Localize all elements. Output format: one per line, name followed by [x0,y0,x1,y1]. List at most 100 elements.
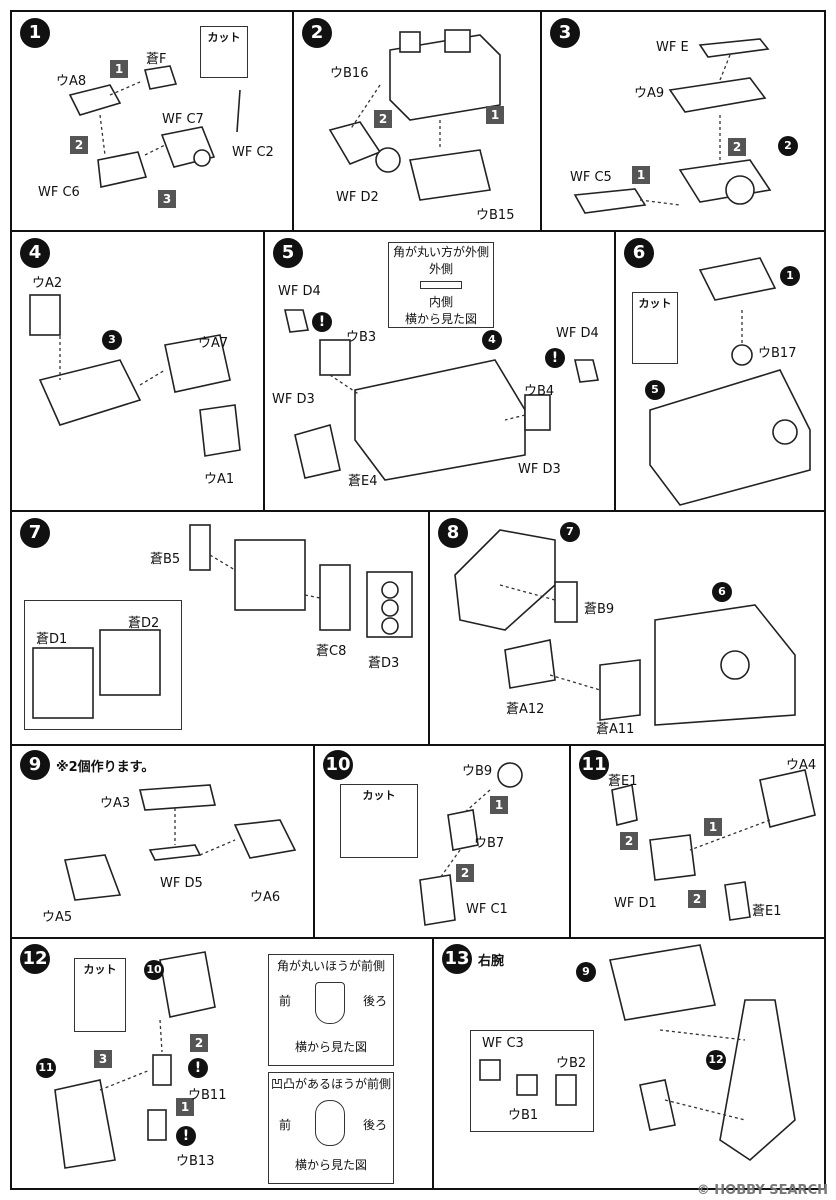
part-label: 蒼B5 [150,552,181,567]
step-11-panel [569,744,826,939]
part-label: WF C6 [38,185,80,200]
step-reference: 3 [102,330,122,350]
part-label: 蒼F [146,52,167,67]
substep-badge: 3 [158,190,176,208]
caution-icon: ! [312,312,332,332]
part-label: ウA7 [198,336,229,351]
part-label: 蒼D1 [36,632,68,647]
step-8-panel [428,510,826,746]
front-label: 前 [279,1118,292,1132]
substep-badge: 1 [486,106,504,124]
part-label: 蒼B9 [584,602,615,617]
substep-badge: 2 [374,110,392,128]
step-number: 4 [20,238,50,268]
step-number: 3 [550,18,580,48]
step-number: 10 [323,750,353,780]
part-label: ウA3 [100,796,131,811]
part-label: ウB17 [758,346,797,361]
part-label: WF D4 [278,284,321,299]
cut-label: カット [207,31,241,44]
part-label: 蒼D2 [128,616,160,631]
cut-label: カット [638,297,672,310]
step-7-panel [10,510,430,746]
part-label: ウB1 [508,1108,539,1123]
substep-badge: 1 [490,796,508,814]
step-number: 7 [20,518,50,548]
part-label: WF C1 [466,902,508,917]
cut-callout: カット [74,958,126,1032]
substep-badge: 2 [456,864,474,882]
substep-badge: 2 [688,890,706,908]
note-caption: 横から見た図 [294,1158,367,1172]
step-number: 1 [20,18,50,48]
step-13-panel [432,937,826,1190]
cut-callout: カット [340,784,418,858]
part-label: ウA5 [42,910,73,925]
step-reference: 6 [712,582,732,602]
part-label: WF C7 [162,112,204,127]
substep-badge: 2 [620,832,638,850]
step-4-panel [10,230,265,512]
part-label: ウA2 [32,276,63,291]
substep-badge: 2 [190,1034,208,1052]
step-reference: 10 [144,960,164,980]
part-label: WF D3 [518,462,561,477]
substep-badge: 1 [110,60,128,78]
cut-label: カット [83,963,117,976]
note-line: 外側 [428,262,453,276]
caution-icon: ! [545,348,565,368]
step-reference: 4 [482,330,502,350]
step-reference: 11 [36,1058,56,1078]
substep-badge: 1 [704,818,722,836]
front-label: 前 [279,994,292,1008]
step-number: 5 [273,238,303,268]
orientation-note: 角が丸い方が外側 外側 内側 横から見た図 [388,242,494,328]
note-title: 角が丸いほうが前側 [276,959,385,973]
watermark: © HOBBY SEARCH [696,1183,828,1198]
caution-icon: ! [176,1126,196,1146]
step-6-panel [614,230,826,512]
make-two-note: ※2個作ります。 [56,760,155,775]
step-5-panel [263,230,616,512]
orientation-note-front-notched: 凹凸があるほうが前側 前 後ろ 横から見た図 [268,1072,394,1184]
part-label: ウA1 [204,472,235,487]
step-number: 9 [20,750,50,780]
part-label: WF D3 [272,392,315,407]
part-label: 蒼E4 [348,474,378,489]
step-9-panel [10,744,315,939]
part-label: ウA9 [634,86,665,101]
part-label: ウB15 [476,208,515,223]
part-label: ウB9 [462,764,493,779]
part-label: ウA8 [56,74,87,89]
step-reference: 1 [780,266,800,286]
note-line: 横から見た図 [404,312,477,326]
step-10-panel [313,744,571,939]
note-caption: 横から見た図 [294,1040,367,1054]
step-number: 8 [438,518,468,548]
part-label: WF D1 [614,896,657,911]
part-label: ウB2 [556,1056,587,1071]
note-line: 内側 [428,295,453,309]
step-reference: 9 [576,962,596,982]
part-label: 蒼E1 [752,904,782,919]
step-3-panel [540,10,826,232]
detail-inset [24,600,182,730]
step-title: 右腕 [478,954,505,969]
step-2-panel [292,10,542,232]
part-label: WF D4 [556,326,599,341]
step-number: 6 [624,238,654,268]
part-label: WF E [656,40,689,55]
step-reference: 7 [560,522,580,542]
substep-badge: 1 [176,1098,194,1116]
part-label: ウB4 [524,384,555,399]
step-number: 12 [20,944,50,974]
substep-badge: 1 [632,166,650,184]
cut-callout: カット [200,26,248,78]
substep-badge: 2 [728,138,746,156]
substep-badge: 2 [70,136,88,154]
part-label: 蒼C8 [316,644,347,659]
part-label: WF C5 [570,170,612,185]
note-title: 凹凸があるほうが前側 [270,1077,391,1091]
step-number: 2 [302,18,332,48]
part-label: 蒼A11 [596,722,635,737]
